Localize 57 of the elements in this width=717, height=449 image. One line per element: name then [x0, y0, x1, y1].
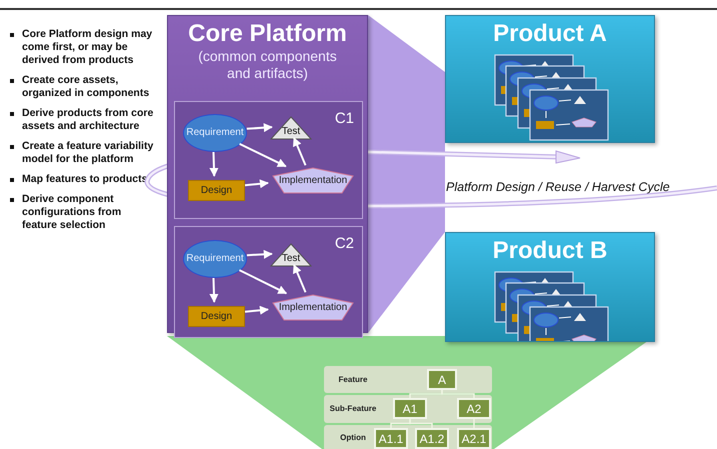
cycle-label: Platform Design / Reuse / Harvest Cycle [446, 180, 670, 194]
tree-line [409, 419, 433, 428]
component-panel [174, 101, 363, 219]
component-panel [174, 226, 363, 338]
node-label: Design [200, 310, 232, 322]
feature-box: A1.1 [374, 428, 408, 449]
level-label: Option [339, 433, 367, 443]
product-title: Product B [492, 237, 608, 265]
arrow [246, 250, 273, 259]
bullet-item: Derive products from core assets and architecture [8, 107, 158, 133]
component-label: C1 [334, 110, 354, 127]
node-label: Requirement [186, 127, 244, 139]
arrow [292, 137, 306, 166]
implementation-pentagon [272, 294, 354, 321]
feature-level-band [324, 395, 492, 423]
feature-box: A2.1 [457, 428, 491, 449]
feature-box: A [427, 369, 457, 390]
bullet-item: Map features to products [8, 173, 158, 186]
node-label: Implementation [278, 174, 348, 186]
node-label: Test [282, 126, 300, 138]
node-label: Requirement [186, 253, 244, 265]
requirement-ellipse [183, 240, 247, 278]
arrow [238, 269, 288, 294]
bullet-item: Core Platform design may come first, or may be derived from products [8, 28, 158, 67]
level-label: Sub-Feature [328, 404, 378, 414]
feature-box: A2 [457, 398, 491, 419]
platform-subtitle: (common components and artifacts) [197, 48, 338, 82]
test-triangle [270, 243, 312, 267]
arrow [244, 306, 269, 315]
feature-box: A1.2 [415, 428, 449, 449]
feature-box: A1 [393, 398, 427, 419]
tree-line [441, 390, 475, 398]
node-label: Test [282, 253, 300, 265]
level-label: Feature [338, 374, 368, 384]
feature-level-band [324, 425, 492, 449]
implementation-pentagon [272, 167, 354, 194]
requirement-ellipse [183, 114, 247, 152]
component-label: C2 [334, 235, 354, 252]
bullet-item: Create core assets, organized in components [8, 74, 158, 100]
product-box [445, 15, 655, 143]
arrow [244, 179, 269, 188]
arrow [246, 123, 273, 132]
arrow [292, 264, 306, 293]
bullet-item: Derive component configurations from feature selection [8, 193, 158, 232]
arrow [209, 278, 218, 303]
product-title: Product A [492, 20, 608, 48]
design-box [188, 306, 245, 327]
arrow [239, 143, 287, 168]
design-box [188, 180, 245, 201]
test-triangle [270, 116, 312, 140]
platform-title: Core Platform [188, 20, 347, 48]
bullet-item: Create a feature variability model for the platform [8, 140, 158, 166]
node-label: Implementation [278, 302, 348, 314]
feature-level-band [324, 366, 492, 393]
node-label: Design [200, 184, 232, 196]
arrow [209, 152, 218, 177]
product-box [445, 232, 655, 342]
